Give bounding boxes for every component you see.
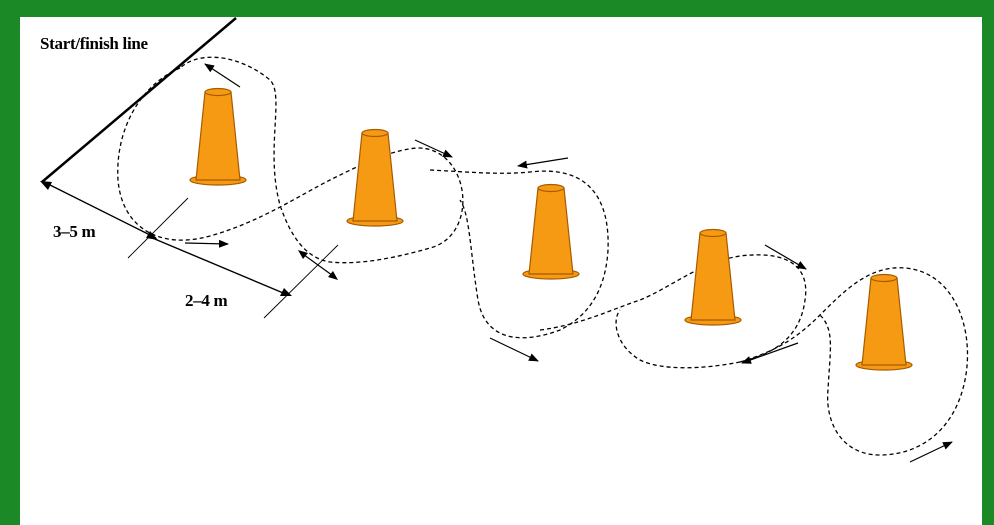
distance-label-3-5m: 3–5 m xyxy=(53,222,96,241)
start-finish-line xyxy=(41,17,237,183)
direction-arrow xyxy=(517,157,569,169)
weaving-path-end xyxy=(739,267,969,456)
diagram-panel xyxy=(20,17,982,525)
weaving-path-middle xyxy=(429,169,609,339)
distance-line-between xyxy=(149,236,289,296)
direction-arrow xyxy=(204,63,241,88)
distance-line-start xyxy=(43,181,157,239)
distance-tick xyxy=(263,244,339,319)
direction-arrow xyxy=(741,342,799,364)
direction-arrow xyxy=(184,239,229,248)
distance-arrowhead xyxy=(298,250,308,259)
direction-arrow xyxy=(489,337,539,362)
cone-2 xyxy=(346,128,404,227)
weaving-path-lower xyxy=(539,254,807,369)
direction-arrow xyxy=(414,139,453,158)
start-finish-label: Start/finish line xyxy=(40,34,148,53)
distance-line-between-upper xyxy=(299,251,337,279)
cone-1 xyxy=(189,87,247,186)
distance-arrowhead xyxy=(146,231,158,240)
distance-arrowhead xyxy=(280,288,292,296)
cone-4 xyxy=(684,228,742,326)
distance-label-2-4m: 2–4 m xyxy=(185,291,228,310)
cone-3 xyxy=(522,183,580,280)
distance-arrowhead xyxy=(40,181,52,190)
distance-tick xyxy=(127,197,189,259)
cone-5 xyxy=(855,273,913,371)
direction-arrow xyxy=(764,244,807,270)
weaving-path xyxy=(117,56,464,264)
direction-arrow xyxy=(909,441,953,463)
distance-arrowhead xyxy=(328,271,338,280)
